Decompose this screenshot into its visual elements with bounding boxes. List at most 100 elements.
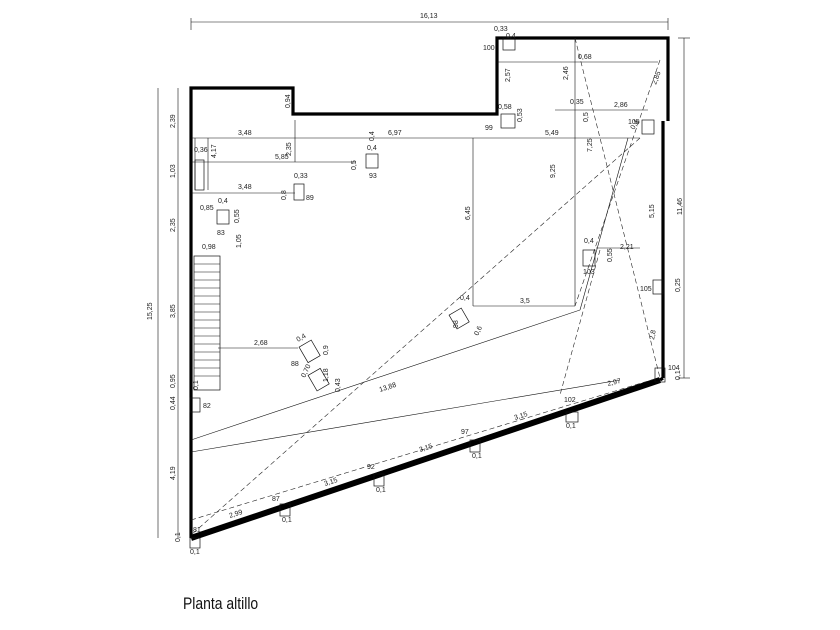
dim-label: 1,18: [323, 368, 330, 382]
dim-label: 2,86: [614, 102, 628, 109]
dim-label: 0,94: [285, 94, 292, 108]
dim-label: 0,53: [517, 108, 524, 122]
column-number: 103: [583, 269, 595, 276]
overall-width-label: 16,13: [420, 13, 438, 20]
column-number: 87: [272, 496, 280, 503]
dim-label: 0,1: [175, 532, 182, 542]
left-height-dimension: 15,25 2,39 1,03 2,35 3,85 0,95 0,44 4,19…: [147, 88, 182, 542]
dim-label: 13,88: [378, 382, 397, 394]
column-number: 98: [453, 320, 460, 328]
dim-label: 0,4: [506, 33, 516, 40]
dim-label: 3,48: [238, 130, 252, 137]
dim-label: 9,25: [550, 164, 557, 178]
column-number: 89: [306, 195, 314, 202]
dim-label: 3,48: [238, 184, 252, 191]
column-number: 104: [668, 365, 680, 372]
exterior-walls: [189, 36, 670, 541]
dim-label: 0,1: [376, 487, 386, 494]
interior-lines: [190, 38, 658, 453]
dim-label: 0,85: [200, 205, 214, 212]
dim-label: 0,33: [294, 173, 308, 180]
dim-label: 0,9: [323, 345, 330, 355]
column-number: 99: [485, 125, 493, 132]
dashed-diagonals: [190, 37, 661, 536]
dim-label: 6,45: [465, 206, 472, 220]
column-number: 92: [367, 464, 375, 471]
dim-label: 0,43: [335, 378, 342, 392]
column-numbers: 100 99 93 89 83 103 105 105 104 88 82 10…: [193, 45, 680, 534]
column-number: 102: [564, 397, 576, 404]
dim-label: 0,4: [296, 333, 308, 344]
dim-label: 2,35: [170, 218, 177, 232]
dim-label: 0,35: [570, 99, 584, 106]
dim-label: 0,1: [190, 549, 200, 556]
dim-label: 0,33: [494, 26, 508, 33]
dim-label: 7,25: [587, 138, 594, 152]
dim-label: 4,19: [170, 466, 177, 480]
dim-label: 0,5: [583, 112, 590, 122]
dim-label: 0,8: [281, 190, 288, 200]
dim-label: 3,85: [170, 304, 177, 318]
dim-label: 5,49: [545, 130, 559, 137]
column-number: 105: [628, 119, 640, 126]
dim-label: 0,95: [170, 374, 177, 388]
column-number: 83: [217, 230, 225, 237]
dim-label: 3,5: [520, 298, 530, 305]
dim-label: 0,4: [460, 295, 470, 302]
column-number: 82: [203, 403, 211, 410]
dim-label: 1,03: [170, 164, 177, 178]
dim-label: 2,35: [286, 142, 293, 156]
dim-label: 0,58: [498, 104, 512, 111]
dim-label: 0,5: [351, 160, 358, 170]
dim-label: 3,15: [513, 411, 528, 422]
plan-title: Planta altillo: [183, 594, 259, 613]
dim-label: 2,46: [563, 66, 570, 80]
column-number: 81: [193, 527, 201, 534]
dim-label: 2,8: [649, 329, 658, 340]
dim-label: 2,39: [170, 114, 177, 128]
dim-label: 0,1: [566, 423, 576, 430]
right-height-label: 11,46: [677, 198, 684, 215]
dim-label: 2,68: [254, 340, 268, 347]
dim-label: 0,1: [675, 370, 682, 380]
dim-label: 3,15: [418, 443, 433, 454]
dim-label: 2,57: [505, 68, 512, 82]
dim-label: 0,1: [193, 380, 200, 390]
column-number: 93: [369, 173, 377, 180]
dim-label: 2,99: [228, 509, 243, 520]
dim-label: 3,15: [323, 477, 338, 488]
dim-label: 0,55: [607, 248, 614, 262]
dim-label: 0,55: [234, 209, 241, 223]
right-height-dimension: 11,46: [677, 37, 690, 379]
dim-label: 0,36: [194, 147, 208, 154]
storage-box: [194, 159, 205, 191]
dim-label: 4,17: [211, 144, 218, 158]
dim-label: 0,4: [584, 238, 594, 245]
dim-label: 0,4: [367, 145, 377, 152]
dim-label: 0,1: [282, 517, 292, 524]
dim-label: 0,1: [472, 453, 482, 460]
dim-label: 2,85: [651, 70, 662, 85]
left-height-label: 15,25: [147, 302, 154, 320]
column-number: 88: [291, 361, 299, 368]
dim-label: 0,4: [218, 198, 228, 205]
dim-label: 5,85: [275, 154, 289, 161]
stair-treads: [194, 263, 220, 377]
dim-label: 0,44: [170, 396, 177, 410]
dim-label: 0,70: [300, 363, 312, 378]
dimension-labels: 3,48 6,97 5,49 5,85 3,48 0,36 4,17 0,94 …: [190, 26, 682, 556]
dim-label: 6,97: [388, 130, 402, 137]
dim-label: 0,68: [578, 54, 592, 61]
column-number: 105: [640, 286, 652, 293]
dim-label: 0,25: [675, 278, 682, 292]
dim-label: 0,6: [473, 325, 484, 337]
dim-label: 2,21: [620, 244, 634, 251]
overall-width-dimension: 16,13: [190, 13, 669, 30]
dim-label: 0,4: [369, 131, 376, 141]
dim-label: 1,05: [236, 234, 243, 248]
dim-label: 5,15: [649, 204, 656, 218]
column-number: 97: [461, 429, 469, 436]
columns: [189, 37, 666, 549]
dim-label: 0,4: [630, 119, 641, 131]
